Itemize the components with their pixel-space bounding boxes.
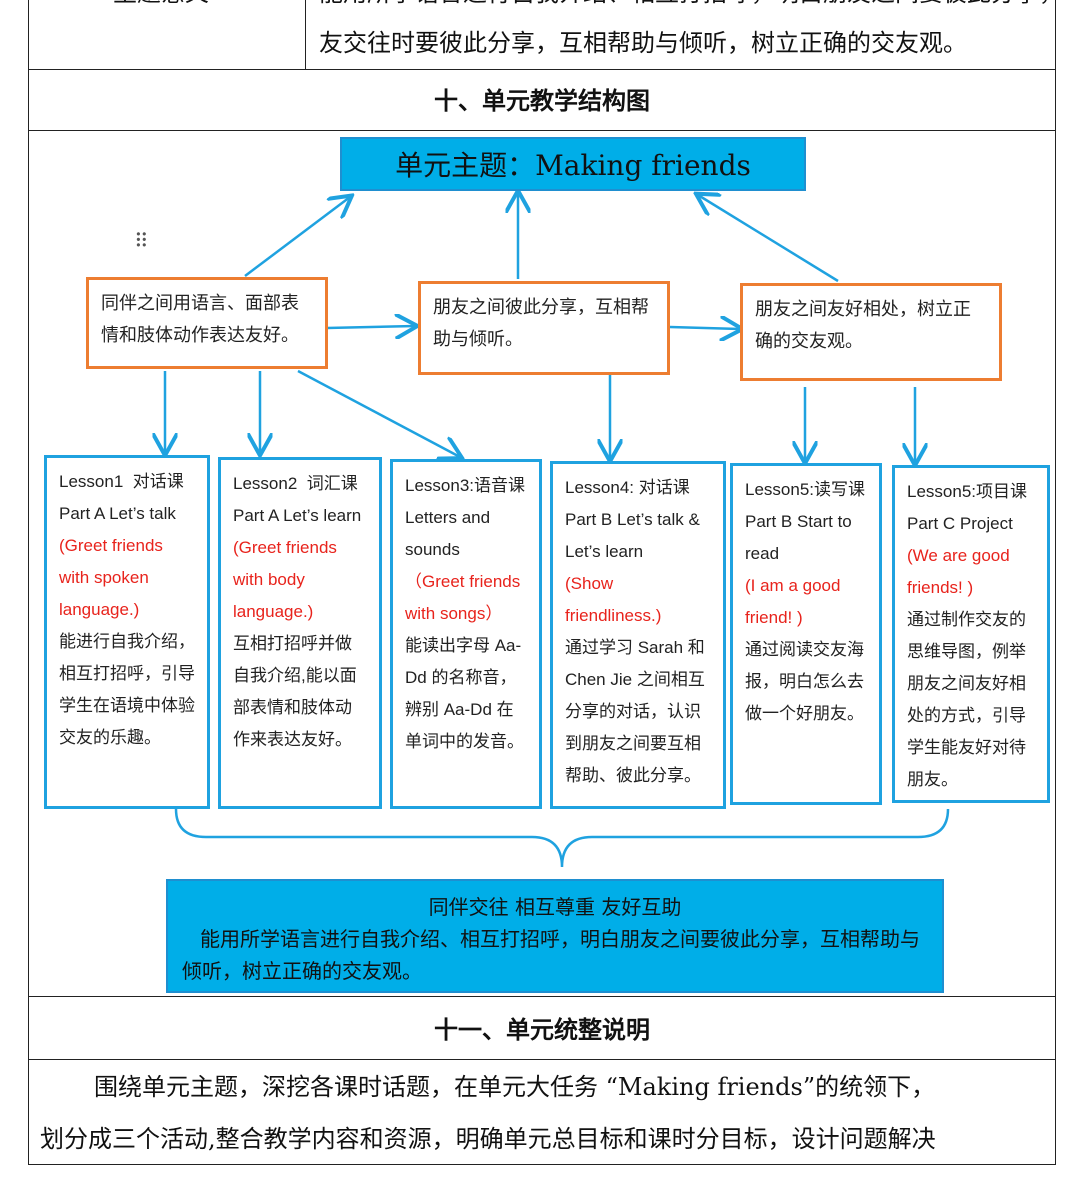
lesson-desc: 能读出字母 Aa-Dd 的名称音，辨别 Aa-Dd 在单词中的发音。	[405, 636, 524, 751]
lesson-box-1: Lesson1 对话课 Part A Let’s talk (Greet fri…	[44, 455, 210, 809]
arrow-connectors	[30, 131, 950, 868]
lesson-box-6: Lesson5:项目课 Part C Project (We are good …	[892, 465, 1050, 803]
lesson-part: Part A Let’s learn	[233, 506, 362, 525]
section-11-title: 十一、单元统整说明	[434, 1016, 650, 1044]
goal-box-2: 朋友之间彼此分享，互相帮助与倾听。	[418, 281, 670, 375]
lesson-goal: (Show friendliness.)	[565, 574, 662, 625]
row-divider	[29, 1059, 1055, 1060]
lesson-box-4: Lesson4: 对话课 Part B Let’s talk & Let’s l…	[550, 461, 726, 809]
unit-summary-box: 同伴交往 相互尊重 友好互助 能用所学语言进行自我介绍、相互打招呼，明白朋友之间…	[166, 879, 944, 993]
unit-theme-box: 单元主题：Making friends	[340, 137, 806, 191]
lesson-goal: (Greet friends with body language.)	[233, 538, 342, 621]
lesson-title: Lesson5:项目课	[907, 482, 1027, 501]
row-divider	[29, 69, 1055, 70]
theme-meaning-line2: 友交往时要彼此分享，互相帮助与倾听，树立正确的交友观。	[319, 29, 967, 57]
goal-box-3: 朋友之间友好相处，树立正确的交友观。	[740, 283, 1002, 381]
lesson-box-3: Lesson3:语音课 Letters and sounds （Greet fr…	[390, 459, 542, 809]
row-divider	[29, 130, 1055, 131]
lesson-title: Lesson1 对话课	[59, 472, 184, 491]
lesson-desc: 通过学习 Sarah 和 Chen Jie 之间相互分享的对话，认识到朋友之间要…	[565, 638, 710, 785]
lesson-goal: （Greet friends with songs）	[405, 572, 525, 623]
unit-structure-diagram: ⠿ 单元主题：Making friends 同伴之间用语言、面部表情和肢体动作表…	[30, 131, 1054, 997]
lesson-title: Lesson5:读写课	[745, 480, 865, 499]
lesson-desc: 通过阅读交友海报，明白怎么去做一个好朋友。	[745, 640, 864, 723]
lesson-part: Letters and sounds	[405, 508, 495, 559]
lesson-title: Lesson2 词汇课	[233, 474, 358, 493]
theme-meaning-line1: 能用所学语言进行自我介绍、相互打招呼，明白朋友之间要彼此分享，互相帮助与倾听，树…	[319, 0, 1049, 8]
drag-handle-icon[interactable]: ⠿	[134, 229, 149, 253]
section-11-paragraph-line2: 划分成三个活动,整合教学内容和资源，明确单元总目标和课时分目标，设计问题解决	[40, 1125, 936, 1153]
summary-description: 能用所学语言进行自我介绍、相互打招呼，明白朋友之间要彼此分享，互相帮助与倾听，树…	[182, 927, 920, 983]
lesson-goal: (Greet friends with spoken language.)	[59, 536, 168, 619]
column-divider	[305, 0, 306, 70]
section-11-paragraph-line1: 围绕单元主题，深挖各课时话题，在单元大任务 “Making friends”的统…	[94, 1073, 936, 1101]
lesson-title: Lesson3:语音课	[405, 476, 525, 495]
lesson-part: Part C Project	[907, 514, 1013, 533]
lesson-part: Part B Start to read	[745, 512, 857, 563]
lesson-part: Part B Let’s talk & Let’s learn	[565, 510, 705, 561]
lesson-desc: 互相打招呼并做自我介绍,能以面部表情和肢体动作来表达友好。	[233, 634, 357, 749]
lesson-goal: (We are good friends! )	[907, 546, 1015, 597]
summary-keywords: 同伴交往 相互尊重 友好互助	[428, 895, 682, 919]
lesson-desc: 能进行自我介绍，相互打招呼，引导学生在语境中体验交友的乐趣。	[59, 632, 195, 747]
lesson-box-2: Lesson2 词汇课 Part A Let’s learn (Greet fr…	[218, 457, 382, 809]
lesson-title: Lesson4: 对话课	[565, 478, 690, 497]
row-divider	[29, 996, 1055, 997]
lesson-part: Part A Let’s talk	[59, 504, 176, 523]
theme-meaning-label: 主题意义	[113, 0, 209, 8]
document-table: 主题意义 能用所学语言进行自我介绍、相互打招呼，明白朋友之间要彼此分享，互相帮助…	[28, 0, 1056, 1165]
lesson-desc: 通过制作交友的思维导图，例举朋友之间友好相处的方式，引导学生能友好对待朋友。	[907, 610, 1026, 789]
goal-box-1: 同伴之间用语言、面部表情和肢体动作表达友好。	[86, 277, 328, 369]
section-10-title: 十、单元教学结构图	[434, 87, 650, 115]
lesson-goal: (I am a good friend! )	[745, 576, 846, 627]
lesson-box-5: Lesson5:读写课 Part B Start to read (I am a…	[730, 463, 882, 805]
